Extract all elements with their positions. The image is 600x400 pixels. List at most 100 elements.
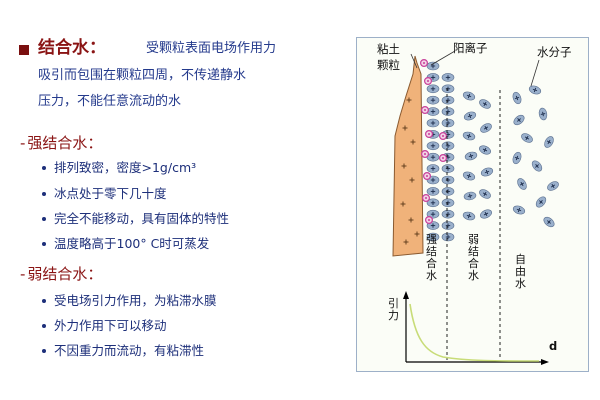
strong-zone-label: 强结合水	[426, 233, 437, 282]
bullet-dot	[42, 242, 46, 246]
particle-label-1: 粘土	[377, 42, 400, 56]
strong-heading-text: 强结合水：	[27, 134, 103, 152]
cation-core	[424, 153, 426, 155]
strong-bound-water-heading: -强结合水：	[20, 134, 102, 152]
weak-item-text: 不因重力而流动，有粘滞性	[54, 343, 205, 358]
water-molecule	[441, 95, 455, 105]
bullet-dot	[42, 217, 46, 221]
water-molecule	[441, 232, 455, 242]
water-molecule	[426, 61, 440, 71]
weak-item-text: 受电场引力作用，为粘滞水膜	[54, 293, 217, 308]
water-molecule	[480, 167, 494, 177]
x-axis-label: d	[549, 339, 558, 353]
strong-item: 冰点处于零下几十度	[42, 186, 167, 202]
molecule-plus-v	[467, 213, 471, 219]
molecule-plus-v	[467, 93, 471, 99]
molecule-plus-v	[519, 182, 525, 186]
cation-core	[442, 157, 444, 159]
molecule-layer	[426, 61, 559, 242]
water-molecule	[441, 209, 455, 219]
water-molecule	[463, 111, 477, 121]
water-molecule	[426, 141, 440, 151]
cation-core	[426, 175, 428, 177]
clay-particle	[392, 55, 424, 257]
water-molecule	[479, 99, 491, 109]
water-molecule	[521, 133, 533, 143]
water-molecule	[441, 187, 455, 196]
cation-core	[424, 109, 426, 111]
particle-label-pointer	[410, 53, 418, 69]
water-molecule	[441, 175, 455, 185]
water-label-pointer	[530, 59, 540, 87]
bound-water-diagram: 粘土 颗粒 阳离子 水分子 强结合水 弱结合水 自由水 引力 d	[356, 37, 589, 372]
water-molecule	[441, 118, 455, 128]
weak-heading-text: 弱结合水：	[27, 265, 103, 283]
molecule-plus-v	[484, 211, 488, 217]
bullet-dot	[42, 192, 46, 196]
water-molecule	[512, 151, 522, 165]
water-molecule	[441, 84, 455, 94]
water-molecule	[544, 136, 554, 148]
water-molecule	[512, 205, 526, 215]
water-molecule	[463, 191, 477, 201]
water-molecule	[531, 160, 543, 172]
title-bullet	[19, 45, 29, 55]
water-molecule	[441, 198, 455, 208]
water-molecule	[479, 189, 491, 199]
cation-core	[427, 80, 429, 82]
water-molecule	[479, 145, 491, 155]
water-molecule	[426, 232, 440, 242]
bullet-dot	[42, 349, 46, 353]
water-molecule	[464, 151, 478, 161]
water-molecule	[426, 84, 440, 94]
molecule-plus-v	[469, 153, 473, 159]
main-description-line-1: 受颗粒表面电场作用力	[146, 41, 277, 56]
free-zone-label: 自由水	[515, 253, 526, 290]
molecule-plus-v	[485, 169, 489, 175]
molecule-plus-v	[517, 207, 521, 213]
water-molecule	[462, 171, 476, 181]
molecule-plus-v	[467, 173, 471, 179]
molecule-plus-v	[517, 118, 521, 122]
weak-bound-water-heading: -弱结合水：	[20, 265, 102, 283]
water-molecule	[441, 164, 455, 173]
water-molecule	[441, 221, 455, 230]
water-molecule	[426, 187, 440, 196]
molecule-plus-v	[483, 191, 487, 197]
water-molecule	[538, 107, 548, 121]
water-molecule	[426, 107, 440, 116]
particle-charges	[400, 97, 420, 245]
weak-item-text: 外力作用下可以移动	[54, 318, 167, 333]
water-molecule	[513, 114, 525, 126]
cation-core	[423, 62, 425, 64]
water-molecule	[462, 131, 476, 141]
water-molecule	[462, 211, 476, 221]
water-molecule	[517, 178, 527, 190]
weak-item: 外力作用下可以移动	[42, 318, 167, 334]
water-molecule	[441, 107, 455, 116]
cation-label-pointer	[430, 50, 456, 66]
bullet-dot	[42, 299, 46, 303]
molecule-plus-v	[483, 101, 487, 107]
water-molecule	[441, 73, 455, 82]
water-molecule	[543, 216, 555, 228]
water-molecule	[426, 164, 440, 173]
molecule-plus-v	[484, 125, 488, 131]
dash-marker: -	[20, 265, 26, 283]
main-description-line-3: 压力，不能任意流动的水	[38, 94, 182, 109]
molecule-plus-v	[540, 113, 546, 115]
y-axis-arrow	[403, 291, 409, 299]
molecule-plus-v	[539, 200, 543, 204]
cation-label: 阳离子	[453, 41, 488, 55]
bullet-dot	[42, 324, 46, 328]
y-axis-label: 引力	[388, 297, 399, 322]
water-molecule	[480, 209, 492, 219]
x-axis-arrow	[541, 359, 549, 365]
molecule-plus-v	[469, 193, 471, 199]
weak-item: 受电场引力作用，为粘滞水膜	[42, 293, 217, 309]
strong-item: 排列致密，密度>1g/cm³	[42, 160, 196, 176]
dash-marker: -	[20, 134, 26, 152]
molecule-plus-v	[533, 87, 537, 93]
main-title: 结合水：	[38, 38, 106, 58]
